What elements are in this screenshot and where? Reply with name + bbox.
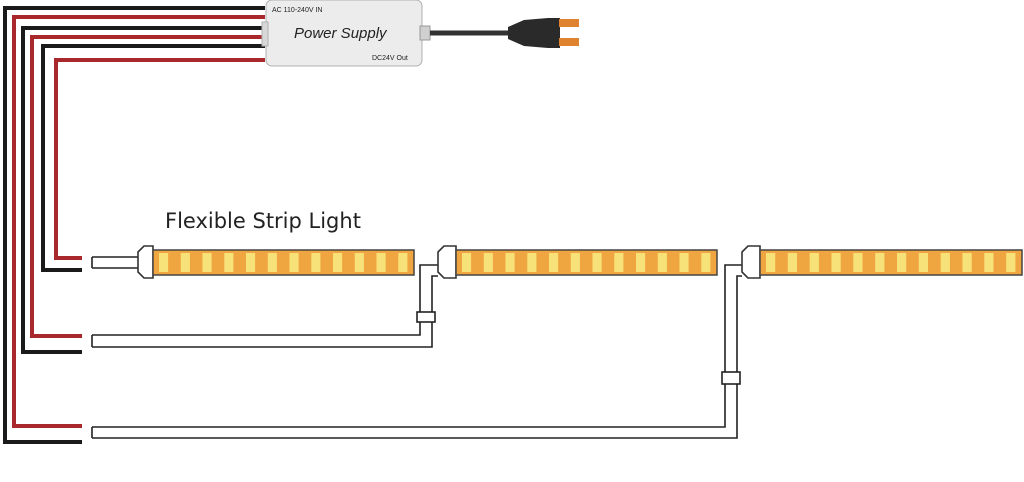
power-supply-input-label: AC 110-240V IN xyxy=(272,7,322,14)
led-segment xyxy=(831,253,841,272)
led-segment xyxy=(527,253,537,272)
strip-3 xyxy=(741,245,1023,279)
splice-3 xyxy=(721,371,741,385)
led-segment xyxy=(787,253,797,272)
led-segment xyxy=(376,253,386,272)
led-segment xyxy=(657,253,667,272)
black-wire-pair-3 xyxy=(3,6,265,444)
black-wire-pair-2 xyxy=(21,26,265,354)
led-segment xyxy=(311,253,321,272)
power-supply-grommet xyxy=(419,25,431,41)
strip-1-connector xyxy=(137,245,154,279)
led-segment xyxy=(1006,253,1016,272)
plug-prong-bottom xyxy=(559,38,579,46)
led-segment xyxy=(614,253,624,272)
led-segment xyxy=(897,253,907,272)
strip-2-leds xyxy=(462,253,711,272)
splice-2 xyxy=(416,311,436,323)
led-segment xyxy=(483,253,493,272)
led-segment xyxy=(224,253,234,272)
led-segment xyxy=(766,253,776,272)
power-cord xyxy=(430,18,579,48)
led-segment xyxy=(962,253,972,272)
led-segment xyxy=(549,253,559,272)
led-segment xyxy=(592,253,602,272)
led-segment xyxy=(918,253,928,272)
led-segment xyxy=(333,253,343,272)
strip-3-connector xyxy=(741,245,761,279)
strip-1-body xyxy=(152,249,415,276)
led-segment xyxy=(940,253,950,272)
power-supply-title: Power Supply xyxy=(294,25,388,42)
red-wire-pair-2 xyxy=(30,35,265,338)
led-segment xyxy=(809,253,819,272)
strip-label: Flexible Strip Light xyxy=(165,209,361,233)
led-segment xyxy=(853,253,863,272)
power-supply: AC 110-240V IN Power Supply DC24V Out xyxy=(261,0,431,67)
strip-1 xyxy=(137,245,415,279)
led-segment xyxy=(289,253,299,272)
led-segment xyxy=(246,253,256,272)
led-segment xyxy=(875,253,885,272)
strip-2-body xyxy=(455,249,718,276)
led-segment xyxy=(636,253,646,272)
red-wire-pair-3 xyxy=(12,15,265,428)
plug-prong-top xyxy=(559,19,579,27)
led-segment xyxy=(159,253,169,272)
plug-body xyxy=(508,18,560,48)
black-wire-pair-1 xyxy=(41,44,265,272)
strip-3-body xyxy=(759,249,1023,276)
red-wire-pair-1 xyxy=(54,58,265,260)
led-segment xyxy=(398,253,408,272)
led-segment xyxy=(984,253,994,272)
power-supply-side-notch xyxy=(261,21,269,47)
led-segment xyxy=(202,253,212,272)
led-segment xyxy=(267,253,277,272)
strip-3-leds xyxy=(766,253,1016,272)
led-segment xyxy=(701,253,711,272)
strip-2 xyxy=(437,245,718,279)
led-segment xyxy=(354,253,364,272)
strip-2-connector xyxy=(437,245,457,279)
led-segment xyxy=(505,253,515,272)
extension-cables xyxy=(91,256,742,439)
power-supply-output-label: DC24V Out xyxy=(372,55,408,62)
strip-3-run xyxy=(91,264,742,439)
strip-1-leds xyxy=(159,253,408,272)
led-segment xyxy=(570,253,580,272)
wire-bundle xyxy=(3,6,265,444)
led-segment xyxy=(180,253,190,272)
strip-1-lead xyxy=(91,256,138,269)
led-segment xyxy=(679,253,689,272)
led-segment xyxy=(462,253,472,272)
